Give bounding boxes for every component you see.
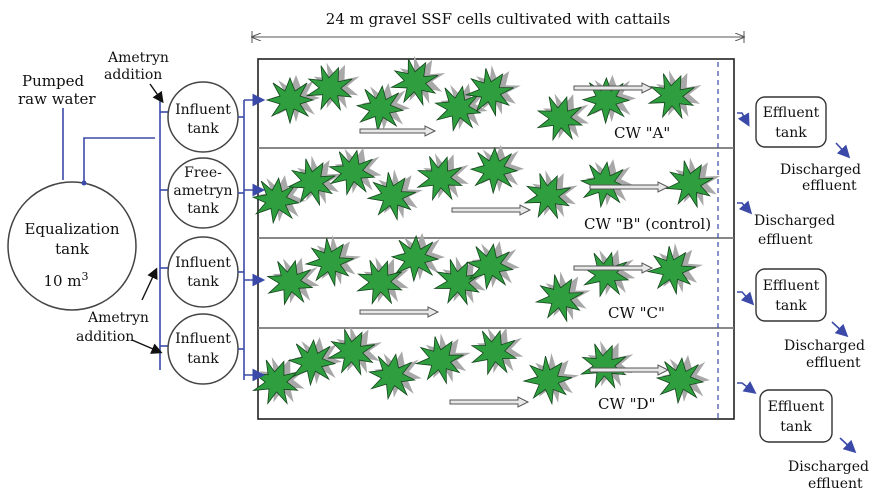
free-ametryn-tank: Free- ametryn tank — [167, 157, 239, 229]
raw-water-label: raw water — [18, 90, 96, 108]
discharged-label-b: Discharged — [754, 213, 835, 229]
ametryn-arrow-middle — [141, 267, 158, 301]
cell-label-b: CW "B" (control) — [584, 215, 711, 233]
diagram-title: 24 m gravel SSF cells cultivated with ca… — [326, 10, 670, 28]
svg-text:ametryn: ametryn — [173, 183, 232, 199]
effluent-tank-d: Effluent tank — [759, 389, 833, 443]
discharged-label-c: Discharged — [784, 338, 865, 354]
svg-text:tank: tank — [187, 351, 219, 367]
cell-label-d: CW "D" — [598, 395, 656, 413]
svg-text:Influent: Influent — [175, 255, 231, 271]
cell-label-c: CW "C" — [608, 304, 665, 322]
flow-arrow — [589, 364, 670, 376]
discharged-label-d: Discharged — [788, 459, 869, 475]
equalization-outlet-pipe — [83, 137, 155, 183]
influent-tank-d: Influent tank — [167, 313, 239, 385]
ametryn-arrow-top — [149, 83, 164, 104]
influent-tank-c: Influent tank — [167, 236, 239, 308]
svg-text:tank: tank — [187, 274, 219, 290]
flow-arrow — [359, 306, 440, 318]
svg-text:Effluent: Effluent — [763, 278, 820, 294]
flow-arrow — [451, 204, 532, 216]
cell-label-a: CW "A" — [614, 124, 670, 142]
ametryn-label-bottom: Ametryn — [87, 310, 149, 326]
discharged-label-a: Discharged — [780, 162, 861, 178]
svg-text:Effluent: Effluent — [763, 105, 820, 121]
equalization-tank — [7, 181, 137, 311]
effluent-tank-c: Effluent tank — [755, 268, 827, 322]
effluent-tank-a: Effluent tank — [755, 96, 827, 148]
discharged-effluent-a: effluent — [802, 178, 857, 194]
pumped-label: Pumped — [22, 72, 84, 90]
svg-text:Free-: Free- — [184, 165, 222, 181]
svg-text:tank: tank — [187, 201, 219, 217]
svg-text:tank: tank — [775, 125, 807, 141]
svg-text:Effluent: Effluent — [768, 399, 825, 415]
flow-arrow — [573, 262, 654, 274]
discharged-effluent-b: effluent — [758, 232, 813, 248]
ametryn-label-top: Ametryn — [107, 50, 169, 66]
equalization-label: Equalization — [24, 220, 119, 238]
svg-text:tank: tank — [780, 419, 812, 435]
svg-text:Influent: Influent — [175, 331, 231, 347]
equalization-volume: 10 m3 — [43, 270, 88, 290]
flow-arrow — [589, 181, 670, 193]
equalization-label-2: tank — [55, 240, 90, 258]
flow-arrow — [573, 82, 654, 94]
flow-arrow — [359, 125, 437, 137]
ametryn-arrow-bottom — [131, 339, 163, 354]
svg-text:Influent: Influent — [175, 102, 231, 118]
flow-arrows — [359, 82, 670, 408]
influent-tank-a: Influent tank — [167, 81, 239, 153]
ametryn-addition-label-top: addition — [104, 67, 162, 83]
svg-text:tank: tank — [775, 298, 807, 314]
ametryn-addition-label-bottom: addition — [76, 329, 134, 345]
svg-text:tank: tank — [187, 121, 219, 137]
flow-arrow — [449, 396, 530, 408]
discharged-effluent-d: effluent — [808, 476, 863, 492]
discharged-effluent-c: effluent — [806, 355, 861, 371]
